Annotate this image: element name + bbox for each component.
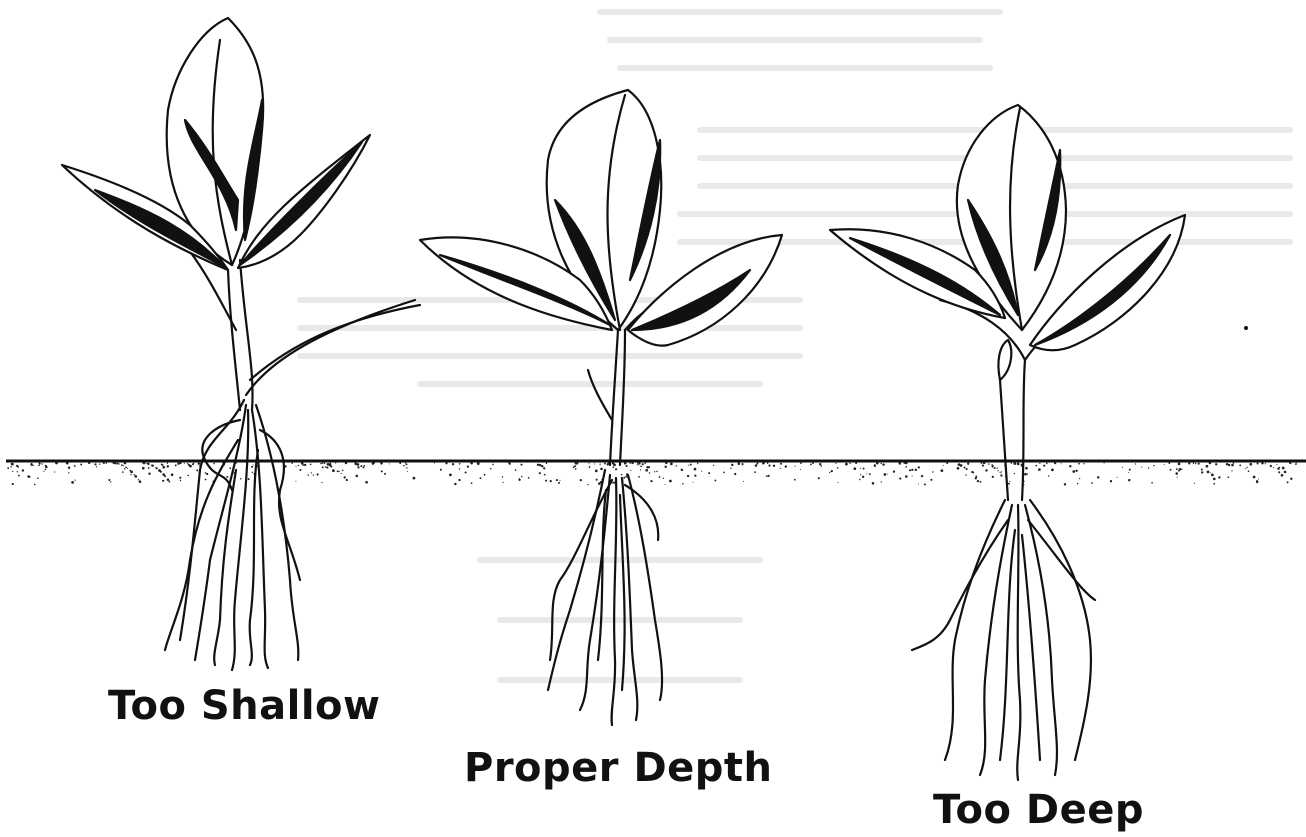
roots-too-deep xyxy=(912,500,1095,780)
leaves-too-deep xyxy=(830,105,1185,350)
label-too-shallow: Too Shallow xyxy=(108,683,381,729)
roots-proper-depth xyxy=(548,470,662,725)
show-through-background-text xyxy=(300,12,1290,680)
stray-ink-dot xyxy=(1244,326,1248,330)
leaves-too-shallow xyxy=(62,18,370,270)
plant-too-deep xyxy=(830,105,1185,780)
roots-too-shallow xyxy=(165,400,300,670)
label-too-deep: Too Deep xyxy=(933,787,1144,833)
label-proper-depth: Proper Depth xyxy=(464,745,773,791)
plant-too-shallow xyxy=(62,18,420,670)
